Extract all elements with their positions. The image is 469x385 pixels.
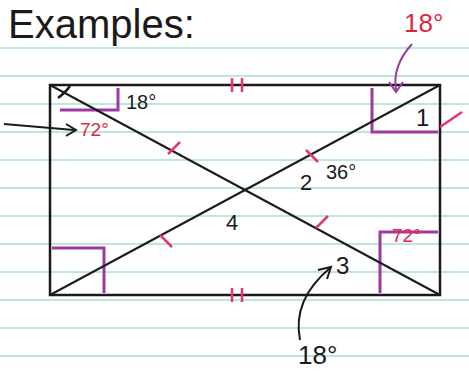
congruence-ticks [160,78,462,302]
angle-arc [58,86,70,98]
angle-number: 3 [336,254,349,278]
ruled-lines [0,48,469,356]
diagonals [50,85,440,295]
angle-measure: 18° [126,92,156,112]
angle-measure: 18° [404,10,443,36]
angle-number: 2 [300,172,312,194]
rectangle [50,85,440,295]
angle-number: 4 [226,212,238,234]
angle-measure: 72° [392,226,421,245]
angle-measure: 72° [80,120,109,139]
pointer-arrows [4,124,331,340]
callout-arrow [389,44,412,92]
angle-measure: 18° [298,342,337,368]
angle-number: 1 [416,106,429,130]
heading: Examples: [8,4,195,44]
angle-measure: 36° [326,162,356,182]
